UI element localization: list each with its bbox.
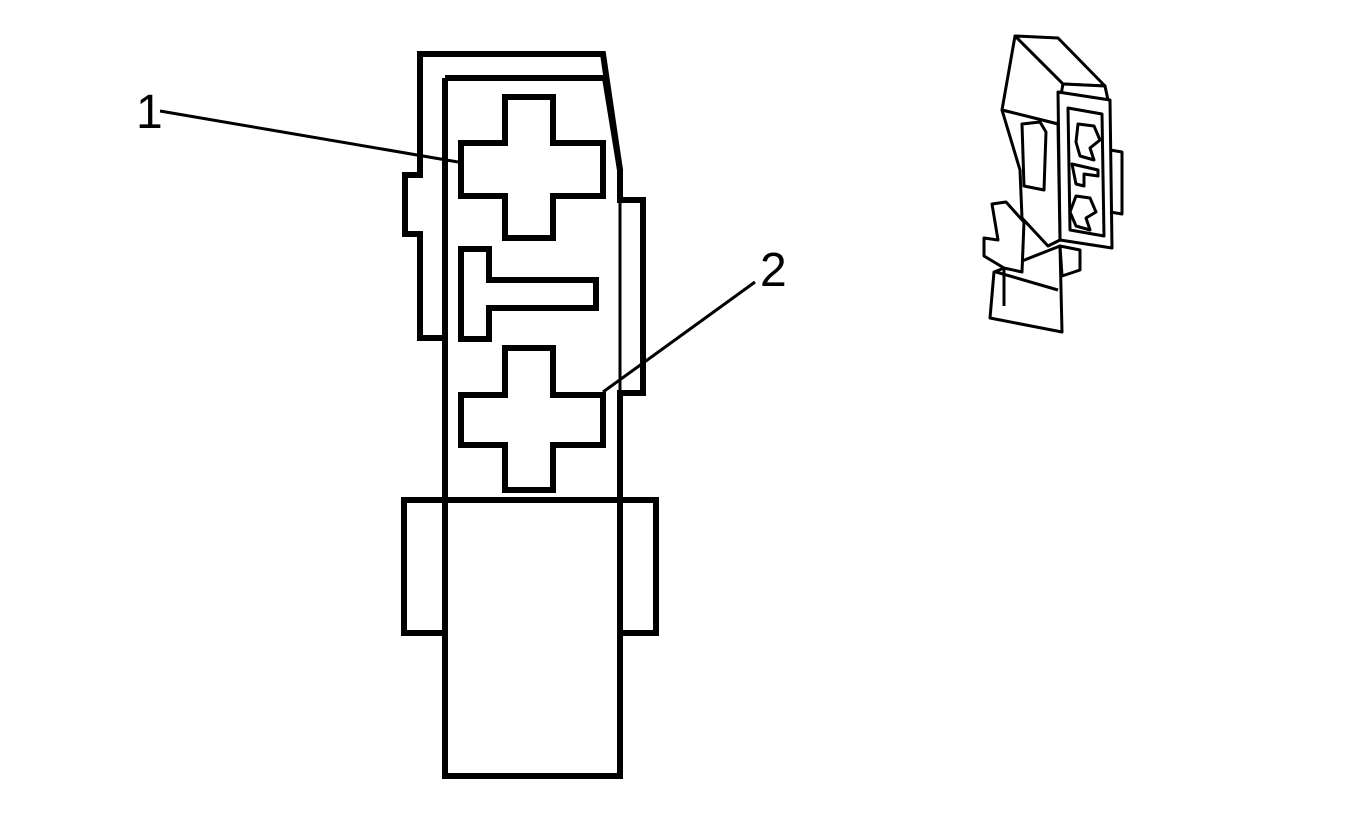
connector-lower-body: [442, 497, 623, 779]
key-cavity: [458, 246, 599, 342]
terminal-cavity-1: [458, 94, 606, 241]
iso-lower-ridge: [995, 268, 1059, 306]
callout-1-leader: [159, 109, 459, 164]
connector-right-wing: [620, 497, 659, 636]
callout-1-label: 1: [136, 86, 163, 139]
iso-latch-ridge: [1109, 148, 1124, 216]
iso-face-inner: [1066, 106, 1106, 238]
callout-2-label: 2: [760, 244, 787, 297]
iso-lower-body-side: [1058, 244, 1082, 278]
iso-cavity-1: [1074, 122, 1102, 162]
connector-inner-shell: [445, 75, 623, 171]
connector-face-view: [401, 51, 659, 779]
callout-2: 2: [602, 244, 787, 394]
connector-isometric-view: [982, 34, 1124, 334]
connector-left-wing: [401, 497, 445, 636]
iso-key-cavity: [1070, 162, 1100, 188]
callout-1: 1: [136, 86, 459, 164]
terminal-cavity-2: [458, 345, 606, 493]
iso-lower-wing: [982, 200, 1026, 274]
iso-cavity-2: [1068, 194, 1098, 232]
iso-latch-upper: [1020, 120, 1048, 192]
callout-2-leader: [602, 280, 756, 394]
